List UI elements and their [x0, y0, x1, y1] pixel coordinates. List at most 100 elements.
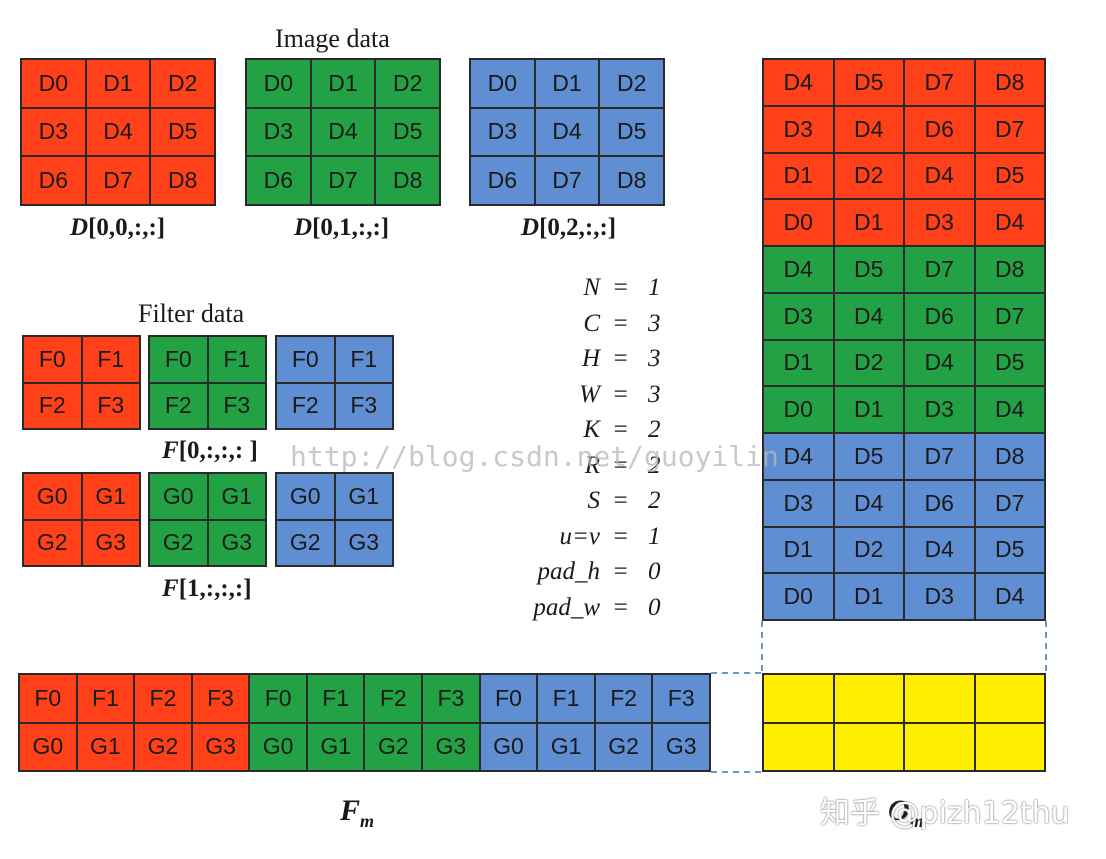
- fm-cell: G2: [134, 722, 192, 771]
- equals-sign: =: [612, 593, 629, 621]
- parameter-row: S=2: [520, 484, 720, 518]
- fm-cell: F3: [422, 674, 480, 723]
- dm-cell: D4: [763, 433, 834, 480]
- dm-cell: D3: [763, 292, 834, 340]
- dm-cell: D4: [904, 339, 975, 387]
- dm-cell: D1: [833, 573, 904, 620]
- fm-cell: G1: [537, 722, 595, 771]
- fm-cell: F0: [19, 674, 77, 723]
- dm-cell: D2: [833, 526, 904, 574]
- image-cell: D0: [21, 59, 86, 108]
- parameter-row: N=1: [520, 271, 720, 305]
- dm-cell: D4: [974, 386, 1045, 433]
- dm-cell: D7: [904, 246, 975, 293]
- image-cell: D5: [150, 107, 215, 157]
- fm-cell: G2: [364, 722, 423, 771]
- parameter-value: 3: [648, 309, 661, 337]
- image-cell: D7: [85, 156, 151, 205]
- dm-cell: D3: [763, 479, 834, 527]
- dm-cell: D1: [763, 526, 834, 574]
- filter-cell: F0: [276, 336, 335, 383]
- image-cell: D8: [150, 156, 215, 205]
- parameter-row: K=2: [520, 413, 720, 447]
- fm-label: Fm: [340, 794, 375, 831]
- dm-cell: D1: [833, 199, 904, 246]
- om-cell: [974, 674, 1045, 723]
- om-cell: [904, 722, 975, 771]
- fm-cell: G1: [76, 722, 135, 771]
- image-cell: D7: [310, 156, 376, 205]
- watermark-zhihu: 知乎 @pizh12thu: [820, 796, 1070, 831]
- parameter-value: 3: [648, 345, 661, 372]
- dm-cell: D5: [974, 339, 1045, 387]
- image-cell: D3: [21, 107, 86, 157]
- image-caption-2: D[0,2,:,:]: [521, 214, 617, 241]
- filter-cell: G1: [81, 473, 140, 520]
- image-caption-0: D[0,0,:,:]: [70, 214, 166, 241]
- image-cell: D5: [599, 107, 664, 157]
- image-cell: D2: [599, 59, 664, 108]
- parameter-value: 2: [648, 451, 661, 479]
- dm-cell: D5: [974, 152, 1045, 200]
- filter-cell: G3: [334, 519, 393, 566]
- equals-sign: =: [612, 274, 629, 301]
- equals-sign: =: [612, 309, 629, 337]
- equals-sign: =: [612, 345, 629, 372]
- dm-cell: D4: [833, 292, 904, 340]
- fm-cell: G3: [652, 722, 710, 771]
- dm-cell: D3: [904, 573, 975, 620]
- dm-cell: D3: [904, 199, 975, 246]
- image-cell: D2: [150, 59, 215, 108]
- om-cell: [833, 722, 904, 771]
- filter-cell: F3: [207, 382, 266, 429]
- filter-cell: F0: [23, 336, 82, 383]
- parameter-row: W=3: [520, 378, 720, 412]
- dm-cell: D7: [904, 59, 975, 106]
- fm-cell: F2: [364, 674, 423, 723]
- om-cell: [904, 674, 975, 723]
- filter-cell: F2: [149, 382, 208, 429]
- dm-cell: D1: [763, 152, 834, 200]
- dm-cell: D4: [763, 246, 834, 293]
- dm-cell: D3: [904, 386, 975, 433]
- image-cell: D0: [470, 59, 535, 108]
- fm-cell: F2: [134, 674, 192, 723]
- dm-cell: D7: [974, 479, 1045, 527]
- parameter-row: H=3: [520, 342, 720, 376]
- filter-cell: G2: [276, 519, 335, 566]
- dm-cell: D6: [904, 105, 975, 153]
- dm-cell: D4: [974, 199, 1045, 246]
- filter-cell: F2: [276, 382, 335, 429]
- fm-cell: F0: [479, 674, 538, 723]
- image-caption-1: D[0,1,:,:]: [294, 214, 390, 241]
- dm-cell: D6: [904, 292, 975, 340]
- dm-cell: D5: [833, 59, 904, 106]
- parameter-name: pad_w: [533, 593, 600, 621]
- image-cell: D1: [85, 59, 151, 108]
- image-cell: D6: [470, 156, 535, 205]
- parameter-name: W: [579, 380, 600, 408]
- filter-caption-1: F[1,:,:,:]: [162, 575, 252, 602]
- dm-cell: D7: [974, 292, 1045, 340]
- dm-cell: D2: [833, 339, 904, 387]
- filter-cell: G0: [149, 473, 208, 520]
- dm-cell: D4: [833, 105, 904, 153]
- dm-cell: D5: [833, 246, 904, 293]
- dm-cell: D1: [763, 339, 834, 387]
- filter-cell: G1: [207, 473, 266, 520]
- filter-cell: F3: [334, 382, 393, 429]
- filter-cell: G1: [334, 473, 393, 520]
- filter-cell: F1: [207, 336, 266, 383]
- dm-cell: D7: [974, 105, 1045, 153]
- om-cell: [974, 722, 1045, 771]
- dm-cell: D4: [833, 479, 904, 527]
- image-cell: D8: [599, 156, 664, 205]
- filter-cell: F1: [334, 336, 393, 383]
